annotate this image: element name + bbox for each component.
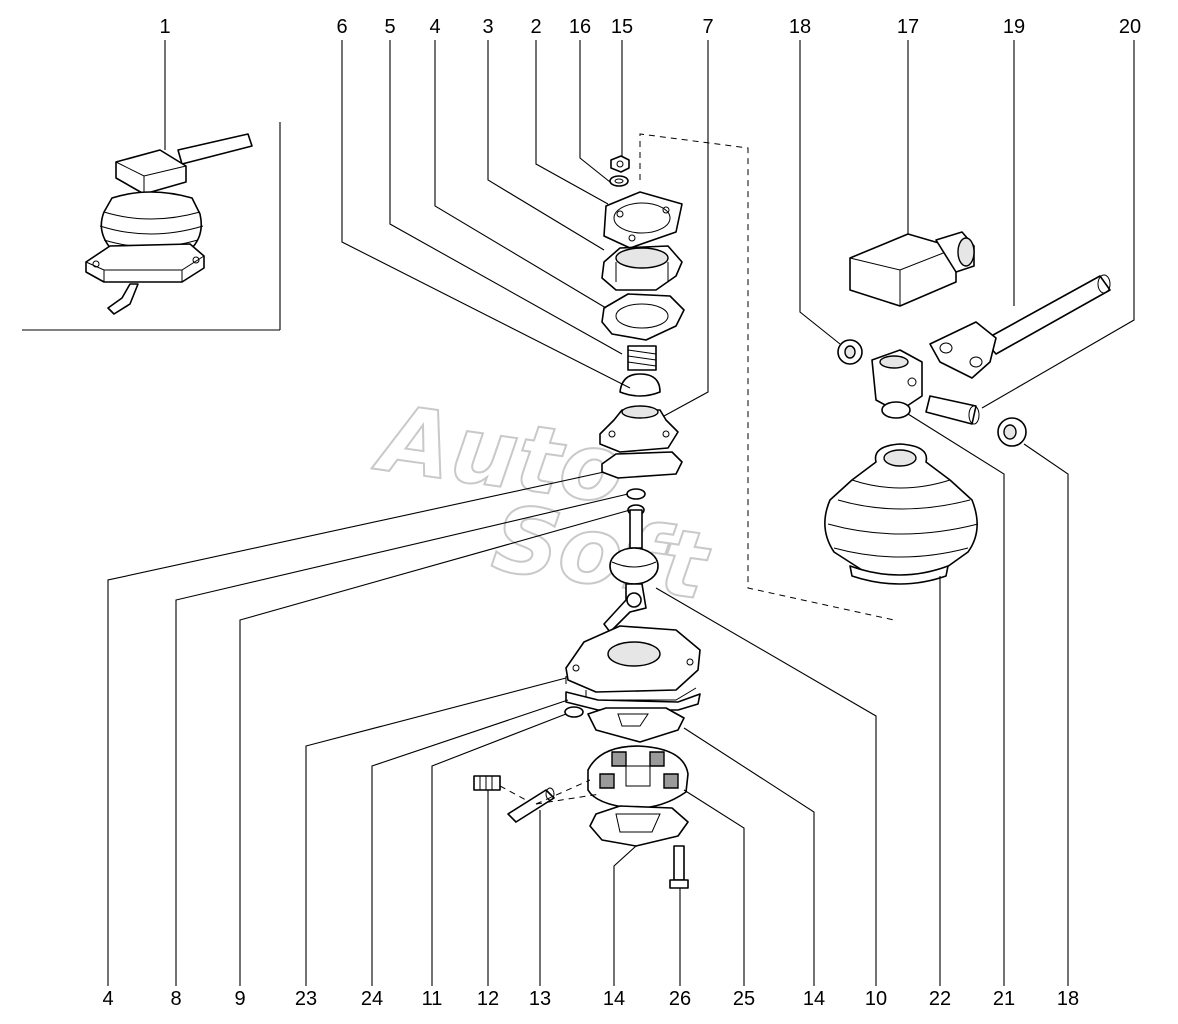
callout-23: 23 <box>295 988 317 1010</box>
callout-17: 17 <box>897 16 919 38</box>
callout-10: 10 <box>865 988 887 1010</box>
callout-9: 9 <box>234 988 245 1010</box>
callout-16: 16 <box>569 16 591 38</box>
callout-1: 1 <box>159 16 170 38</box>
leader-lines <box>107 40 1135 986</box>
callout-8: 8 <box>170 988 181 1010</box>
callout-4-bottom: 4 <box>102 988 113 1010</box>
callout-19: 19 <box>1003 16 1025 38</box>
callout-11: 11 <box>422 988 443 1010</box>
callout-6: 6 <box>336 16 347 38</box>
callout-3: 3 <box>482 16 493 38</box>
callout-18-bottom: 18 <box>1057 988 1079 1010</box>
callout-12: 12 <box>477 988 499 1010</box>
inset-assembled-view <box>22 122 281 331</box>
callout-labels-bottom: 4 8 9 23 24 11 12 13 14 26 25 14 10 22 2… <box>102 988 1079 1010</box>
callout-14-a: 14 <box>603 988 625 1010</box>
callout-7: 7 <box>702 16 713 38</box>
callout-2: 2 <box>530 16 541 38</box>
callout-14-b: 14 <box>803 988 825 1010</box>
callout-15: 15 <box>611 16 633 38</box>
callout-20: 20 <box>1119 16 1141 38</box>
callout-4: 4 <box>429 16 440 38</box>
callout-21: 21 <box>993 988 1015 1010</box>
callout-labels-top: 1 6 5 4 3 2 16 15 7 18 17 19 20 <box>159 16 1141 38</box>
callout-26: 26 <box>669 988 691 1010</box>
assembly-dashed-line <box>639 133 895 621</box>
shift-rod-group <box>824 231 1111 585</box>
callout-22: 22 <box>929 988 951 1010</box>
callout-13: 13 <box>529 988 551 1010</box>
callout-25: 25 <box>733 988 755 1010</box>
callout-24: 24 <box>361 988 383 1010</box>
callout-5: 5 <box>384 16 395 38</box>
watermark: Auto Soft <box>367 383 716 622</box>
watermark-line2: Soft <box>487 485 716 621</box>
callout-18-top: 18 <box>789 16 811 38</box>
shift-lever-stack <box>473 155 701 889</box>
